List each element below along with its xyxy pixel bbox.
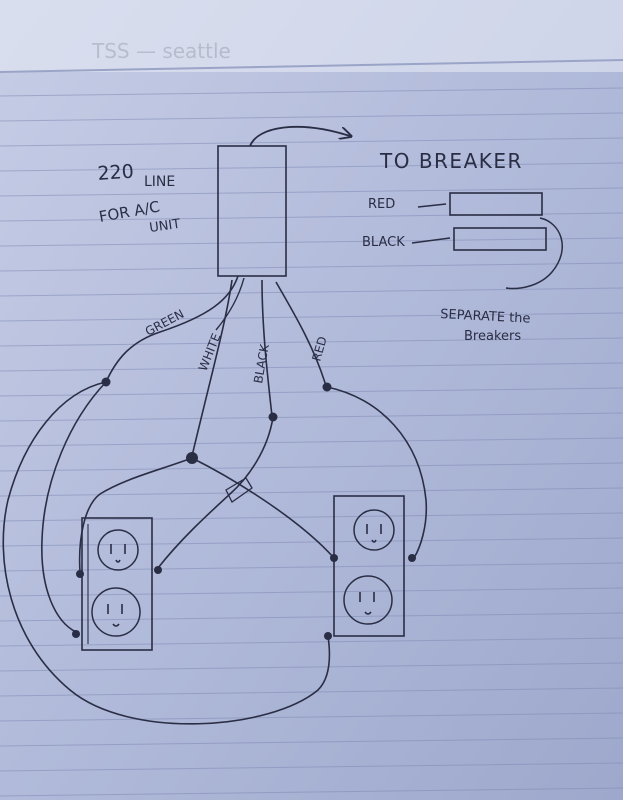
faded-note: TSS — seattle — [91, 39, 231, 63]
ruled-line — [0, 512, 623, 522]
label-line: LINE — [144, 174, 175, 190]
red-lead — [417, 203, 447, 208]
ruled-line — [0, 287, 623, 297]
ruled-line — [0, 162, 623, 172]
ruled-line — [0, 762, 623, 772]
label-red: RED — [368, 197, 395, 212]
ruled-line — [0, 562, 623, 572]
ruled-line — [0, 437, 623, 447]
ruled-line — [0, 587, 623, 597]
wire-label-red: RED — [309, 335, 329, 363]
ruled-line — [0, 362, 623, 372]
left-outlet — [72, 517, 162, 651]
label-unit: UNIT — [148, 217, 181, 236]
ruled-line — [0, 612, 623, 622]
ruled-line — [0, 412, 623, 422]
ruled-line — [0, 262, 623, 272]
ruled-line — [0, 462, 623, 472]
breaker-black — [453, 227, 547, 251]
ruled-line — [0, 787, 623, 797]
label-separate: SEPARATE the — [440, 307, 531, 327]
green-to-left-outlet — [41, 381, 107, 633]
ruled-line — [0, 712, 623, 722]
white-to-left-outlet — [78, 457, 193, 573]
ruled-line — [0, 312, 623, 322]
label-220: 220 — [97, 161, 135, 185]
black-lead — [411, 237, 451, 244]
ruled-line — [0, 187, 623, 197]
page-edge — [0, 59, 623, 73]
black-to-left-outlet — [157, 416, 274, 569]
right-outlet — [324, 495, 416, 640]
label-breakers: Breakers — [464, 329, 521, 344]
white-to-right-outlet — [191, 457, 335, 559]
ruled-line — [0, 112, 623, 122]
ruled-line — [0, 87, 623, 97]
red-wire — [275, 281, 327, 387]
breaker-tie-bracket — [505, 217, 563, 290]
page-top-margin — [0, 0, 623, 72]
white-wire — [191, 279, 233, 457]
ruled-line — [0, 537, 623, 547]
arrow-to-breaker — [249, 125, 350, 147]
ruled-line — [0, 387, 623, 397]
ruled-lines — [0, 87, 623, 797]
ruled-line — [0, 637, 623, 647]
ruled-line — [0, 687, 623, 697]
ruled-line — [0, 137, 623, 147]
green-wire — [105, 275, 239, 383]
breaker-red — [449, 192, 543, 216]
black-wire — [261, 279, 273, 417]
ruled-line — [0, 487, 623, 497]
red-to-right-outlet — [326, 386, 428, 559]
ground-loop — [2, 381, 331, 725]
cable-box — [217, 145, 287, 277]
ruled-line — [0, 337, 623, 347]
ruled-line — [0, 212, 623, 222]
ruled-line — [0, 737, 623, 747]
label-black: BLACK — [362, 235, 405, 250]
wire-nut — [225, 477, 253, 503]
wire-label-black: BLACK — [251, 342, 272, 384]
second-white-strand — [215, 277, 245, 331]
label-to-breaker: TO BREAKER — [379, 149, 523, 173]
ruled-line — [0, 662, 623, 672]
ruled-line — [0, 237, 623, 247]
